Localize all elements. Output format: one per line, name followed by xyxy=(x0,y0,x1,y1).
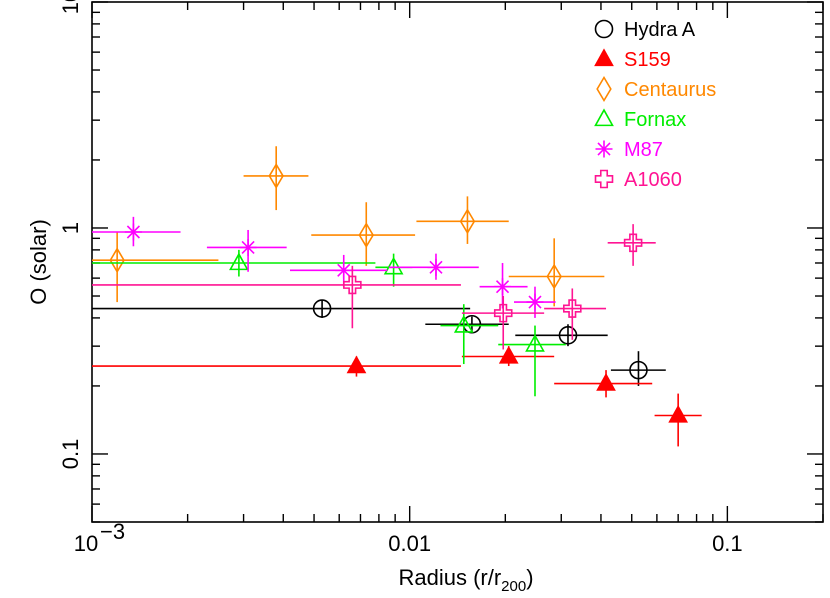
asterisk-stroke xyxy=(337,263,351,277)
legend-label: S159 xyxy=(624,49,671,71)
triangle-marker xyxy=(453,314,474,333)
circle-marker xyxy=(558,326,578,345)
diamond-marker xyxy=(596,75,612,103)
asterisk-marker xyxy=(526,293,544,311)
legend-item: Centaurus xyxy=(596,75,716,103)
series-m87 xyxy=(92,216,556,318)
series-fornax xyxy=(92,249,566,397)
y-tick-label: 10 xyxy=(58,0,83,14)
circle-marker xyxy=(594,19,614,39)
cross-marker xyxy=(594,169,614,189)
data-point xyxy=(554,370,653,398)
asterisk-marker xyxy=(335,261,353,279)
legend-item: Fornax xyxy=(594,108,686,131)
y-tick-label: 1 xyxy=(58,222,83,234)
x-tick-label: 10 xyxy=(74,531,98,556)
y-axis-title: O (solar) xyxy=(26,219,51,305)
series-hydra-a xyxy=(92,299,666,386)
data-point xyxy=(607,224,656,266)
triangle-marker xyxy=(498,345,519,364)
asterisk-stroke xyxy=(429,260,443,274)
asterisk-marker xyxy=(124,223,142,241)
diamond-marker xyxy=(109,247,125,274)
data-point xyxy=(92,265,461,329)
data-point xyxy=(92,299,471,318)
triangle-marker xyxy=(596,372,616,391)
diamond-marker xyxy=(459,208,476,235)
data-points xyxy=(92,146,702,447)
cross-marker xyxy=(493,303,513,323)
legend-item: M87 xyxy=(595,139,663,161)
series-centaurus xyxy=(92,146,605,307)
triangle-marker xyxy=(594,48,614,67)
asterisk-stroke xyxy=(597,142,611,156)
data-point xyxy=(206,229,287,272)
data-point xyxy=(544,288,607,340)
data-point xyxy=(92,231,219,303)
diamond-marker xyxy=(546,263,562,290)
plot-frame xyxy=(91,1,824,523)
triangle-marker xyxy=(594,108,614,127)
data-point xyxy=(461,345,555,367)
circle-marker xyxy=(629,360,648,380)
legend-label: M87 xyxy=(624,139,663,161)
data-point xyxy=(289,254,388,287)
asterisk-stroke xyxy=(495,280,510,294)
circle-marker xyxy=(312,299,332,318)
legend-item: A1060 xyxy=(594,169,682,191)
data-point xyxy=(243,146,309,211)
series-a1060 xyxy=(92,224,656,350)
x-tick-label: 0.01 xyxy=(388,531,431,556)
data-point xyxy=(92,355,461,377)
data-point xyxy=(461,296,545,350)
asterisk-stroke xyxy=(126,225,140,239)
cross-marker xyxy=(343,275,362,295)
data-point xyxy=(508,238,605,307)
data-point xyxy=(610,351,666,386)
data-point xyxy=(311,202,416,266)
triangle-marker xyxy=(229,252,249,271)
x-tick-label: 0.1 xyxy=(712,531,743,556)
x-tick-label-exponent: −3 xyxy=(100,519,125,544)
asterisk-stroke xyxy=(528,295,542,309)
legend-item: S159 xyxy=(594,48,671,71)
data-point xyxy=(440,304,499,365)
triangle-marker xyxy=(668,404,689,423)
y-tick-labels: 0.1 1 10 xyxy=(58,0,83,469)
data-point xyxy=(92,216,181,247)
asterisk-stroke xyxy=(241,240,255,255)
series-s159 xyxy=(92,345,702,447)
diamond-marker xyxy=(268,162,284,189)
data-point xyxy=(416,196,509,244)
triangle-marker xyxy=(383,256,404,275)
data-point xyxy=(498,325,566,397)
data-point xyxy=(92,249,376,277)
data-point xyxy=(515,324,608,347)
legend-label: Hydra A xyxy=(624,19,696,41)
cross-marker xyxy=(563,299,582,318)
triangle-marker xyxy=(346,355,367,374)
asterisk-marker xyxy=(595,140,613,158)
legend-label: A1060 xyxy=(624,169,682,191)
legend-item: Hydra A xyxy=(594,19,696,41)
axis-ticks xyxy=(91,1,824,523)
x-axis-title: Radius (r/r200) xyxy=(398,565,533,595)
data-point xyxy=(654,393,702,447)
x-tick-labels: 10−3 0.01 0.1 xyxy=(74,519,743,556)
triangle-marker xyxy=(525,333,545,352)
asterisk-marker xyxy=(427,258,445,276)
cross-marker xyxy=(623,233,643,253)
legend-label: Fornax xyxy=(624,109,686,131)
asterisk-marker xyxy=(494,278,512,296)
asterisk-marker xyxy=(239,238,257,256)
data-point xyxy=(425,314,509,334)
diamond-marker xyxy=(358,222,374,249)
data-point xyxy=(388,253,479,280)
y-tick-label: 0.1 xyxy=(58,439,83,470)
legend-label: Centaurus xyxy=(624,79,716,101)
